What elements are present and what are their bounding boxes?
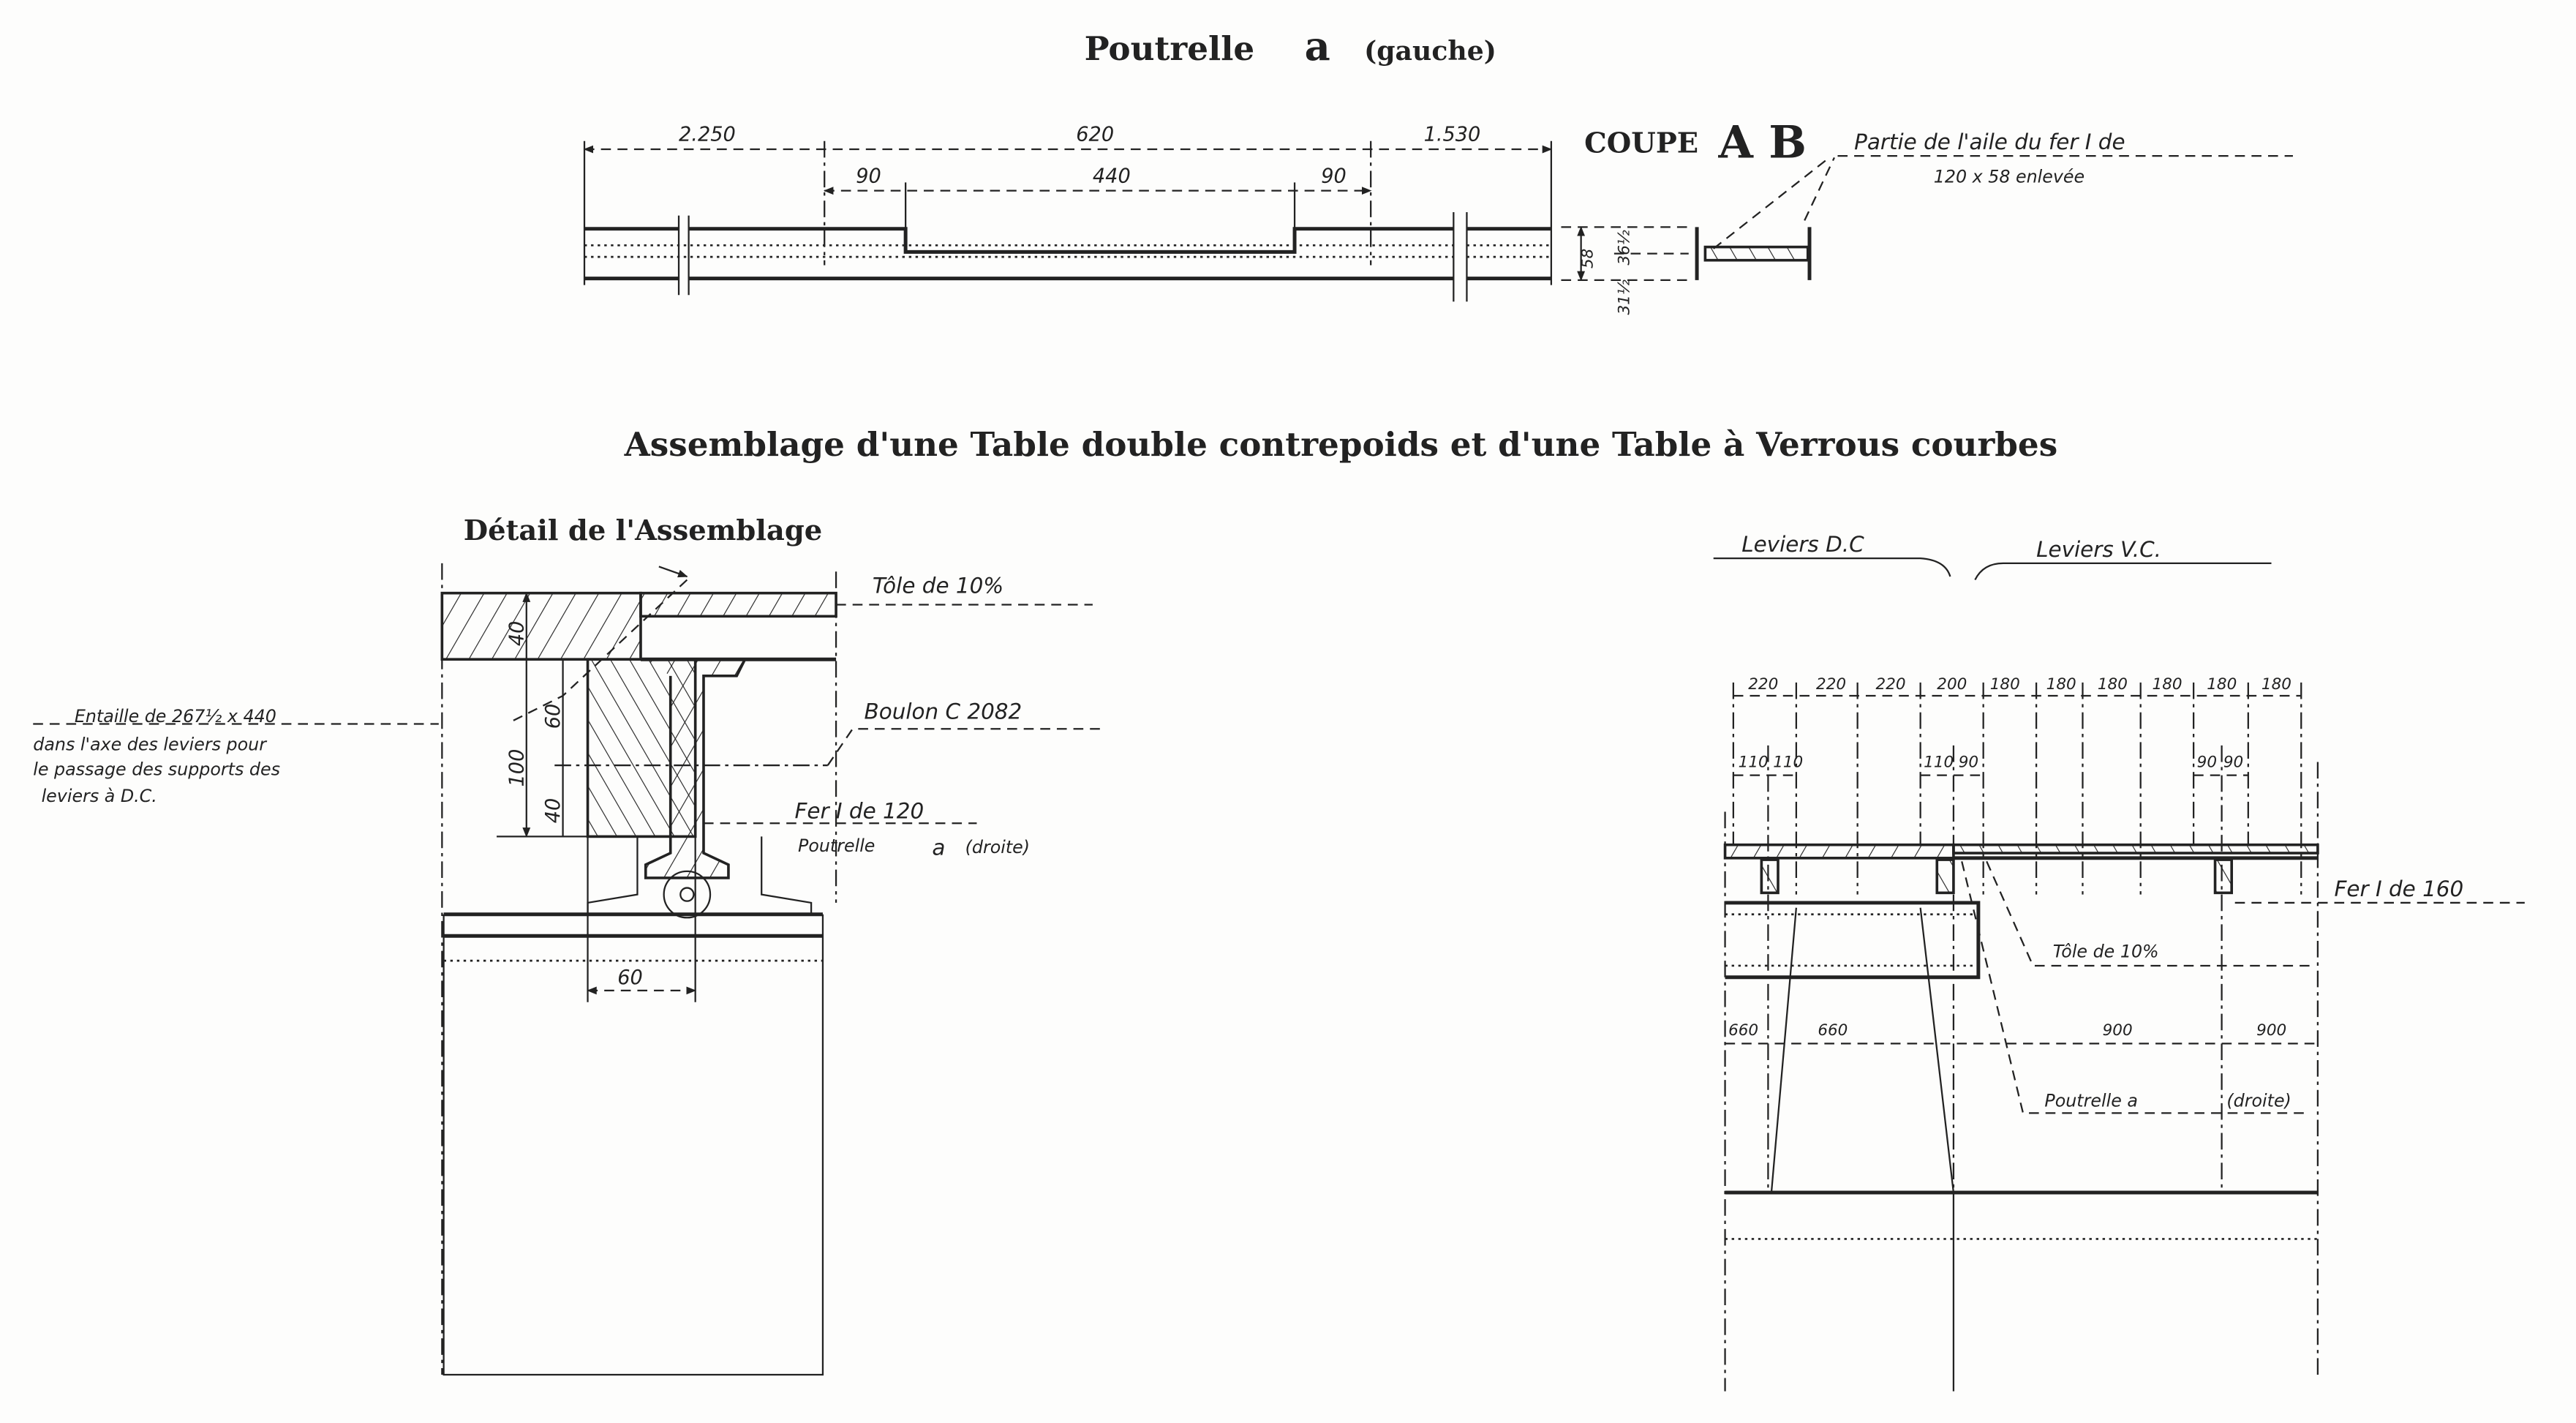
dim-220-3: 220 [1876, 675, 1906, 694]
poutrelle-title: Poutrelle a (gauche) [1085, 23, 1496, 70]
fer-120-label: Fer I de 120 [794, 798, 924, 823]
dim-180-4: 180 [2153, 675, 2183, 694]
dim-90-2: 90 [2197, 753, 2217, 771]
poutrelle-title-side: (gauche) [1364, 35, 1496, 67]
dim-60: 60 [542, 704, 565, 729]
poutrelle-droite-label: Poutrelle [798, 836, 875, 856]
plan-poutrelle-label: Poutrelle a [2044, 1090, 2138, 1111]
dim-58: 58 [1578, 249, 1597, 269]
dim-110-2: 110 [1773, 753, 1803, 771]
plan-drawing: Leviers D.C Leviers V.C. 220 220 220 200… [1713, 532, 2525, 1392]
dim-180-3: 180 [2098, 675, 2128, 694]
coupe-ab-section: COUPE A B 58 36½ 31½ Partie de l'aile du… [1561, 116, 2293, 315]
dim-60-base: 60 [617, 966, 643, 989]
dim-40-bottom: 40 [542, 798, 565, 824]
annotation-partie-aile: Partie de l'aile du fer I de [1854, 129, 2125, 154]
tole-label: Tôle de 10% [873, 574, 1003, 598]
entaille-line-3: le passage des supports des [33, 759, 280, 780]
dim-660-1: 660 [1728, 1021, 1758, 1040]
entaille-line-4: leviers à D.C. [42, 786, 157, 806]
dim-900-2: 900 [2256, 1021, 2286, 1040]
poutrelle-droite-side: (droite) [965, 837, 1030, 857]
fer-160-label: Fer I de 160 [2335, 876, 2464, 901]
dim-2250: 2.250 [679, 124, 736, 146]
dim-220-1: 220 [1748, 675, 1778, 694]
coupe-label: COUPE [1584, 127, 1698, 160]
poutrelle-elevation: 2.250 620 1.530 90 440 90 [583, 124, 1553, 302]
dim-620: 620 [1076, 124, 1114, 146]
dim-220-2: 220 [1816, 675, 1846, 694]
leviers-dc-label: Leviers D.C [1741, 532, 1864, 557]
assemblage-title: Assemblage d'une Table double contrepoid… [624, 425, 2058, 464]
plan-poutrelle-side: (droite) [2226, 1090, 2291, 1111]
leviers-vc-label: Leviers V.C. [2036, 537, 2161, 562]
entaille-line-1: Entaille de 267½ x 440 [75, 706, 276, 726]
dim-31-half: 31½ [1615, 279, 1633, 315]
plan-tole-label: Tôle de 10% [2053, 942, 2159, 962]
dim-90-right: 90 [1321, 165, 1347, 187]
poutrelle-title-letter: a [1305, 23, 1330, 70]
dim-40-top: 40 [505, 621, 528, 647]
annotation-120x58: 120 x 58 enlevée [1934, 166, 2084, 187]
dim-180-6: 180 [2261, 675, 2291, 694]
coupe-letters: A B [1718, 116, 1807, 168]
dim-200: 200 [1937, 675, 1967, 694]
boulon-label: Boulon C 2082 [865, 699, 1023, 724]
detail-drawing: 60 40 60 100 40 Tôle de 10% Boulon C 208… [33, 563, 1101, 1376]
dim-90-3: 90 [2223, 753, 2243, 771]
dim-180-2: 180 [2046, 675, 2076, 694]
dim-100: 100 [505, 749, 528, 787]
dim-660-2: 660 [1818, 1021, 1848, 1040]
dim-110-3: 110 [1924, 753, 1954, 771]
dim-36-half: 36½ [1615, 230, 1633, 265]
dim-180-1: 180 [1990, 675, 2020, 694]
detail-title: Détail de l'Assemblage [464, 514, 822, 547]
dim-180-5: 180 [2207, 675, 2237, 694]
poutrelle-title-main: Poutrelle [1085, 29, 1255, 68]
dim-1530: 1.530 [1424, 124, 1481, 146]
entaille-line-2: dans l'axe des leviers pour [33, 735, 267, 755]
dim-900-1: 900 [2103, 1021, 2133, 1040]
dim-90-left: 90 [856, 165, 881, 187]
dim-90-1: 90 [1959, 753, 1978, 771]
dim-440: 440 [1093, 165, 1131, 187]
poutrelle-droite-letter: a [932, 835, 945, 860]
dim-110-1: 110 [1739, 753, 1769, 771]
